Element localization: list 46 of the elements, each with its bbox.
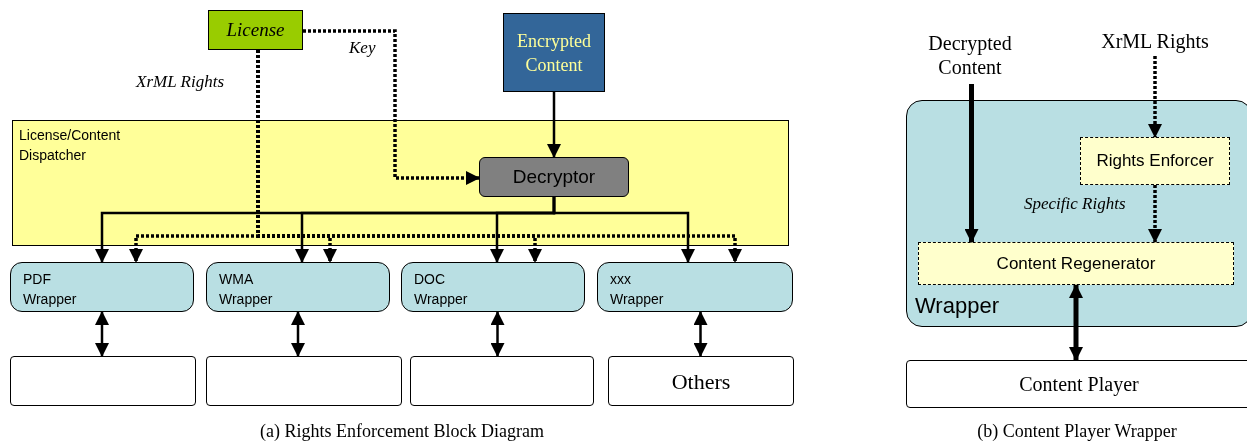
node-label: xxx Wrapper <box>610 270 665 309</box>
wrapper-box <box>597 262 793 312</box>
node-label: Others <box>671 367 731 396</box>
wrapper-panel <box>906 100 1247 327</box>
dispatcher-panel <box>12 120 789 246</box>
arrow <box>552 197 695 263</box>
node-label: Rights Enforcer <box>1096 150 1214 173</box>
node-label: License <box>226 17 285 42</box>
node-label: Content Player <box>1019 372 1139 398</box>
arrow <box>303 29 480 185</box>
node-label: Decryptor <box>512 167 596 187</box>
wrapper-box <box>10 262 194 312</box>
arrow <box>693 311 708 357</box>
caption: (b) Content Player Wrapper <box>977 420 1177 443</box>
arrow <box>1148 56 1162 138</box>
node-label: DOC Wrapper <box>414 270 469 309</box>
decryptor-box <box>479 157 629 197</box>
node-label: License/Content Dispatcher <box>19 126 122 165</box>
arrow <box>964 84 979 243</box>
arrow <box>1148 185 1162 243</box>
arrow <box>95 311 109 357</box>
empty-box <box>10 356 196 406</box>
wrapper-box <box>206 262 390 312</box>
empty-box <box>410 356 594 406</box>
edge-label: Specific Rights <box>1022 194 1128 214</box>
arrow <box>547 92 561 158</box>
node-label: PDF Wrapper <box>23 270 78 309</box>
content-box <box>503 13 605 92</box>
node-label: Encrypted Content <box>516 29 592 77</box>
edge-label: XrML Rights <box>134 72 226 92</box>
process-box <box>918 242 1234 285</box>
process-box <box>608 356 794 406</box>
license-note <box>208 10 303 50</box>
wrapper-box <box>401 262 585 312</box>
node-label: Decrypted Content <box>927 31 1013 79</box>
process-box <box>1080 137 1230 185</box>
node-label: XrML Rights <box>1101 29 1209 55</box>
node-label: Content Regenerator <box>996 252 1156 275</box>
caption: (a) Rights Enforcement Block Diagram <box>260 420 544 443</box>
arrow <box>490 311 505 357</box>
arrow <box>291 311 305 357</box>
node-label: Wrapper <box>915 292 999 320</box>
empty-box <box>206 356 402 406</box>
player-box <box>906 360 1247 408</box>
arrow <box>1069 284 1083 361</box>
node-label: WMA Wrapper <box>219 270 274 309</box>
